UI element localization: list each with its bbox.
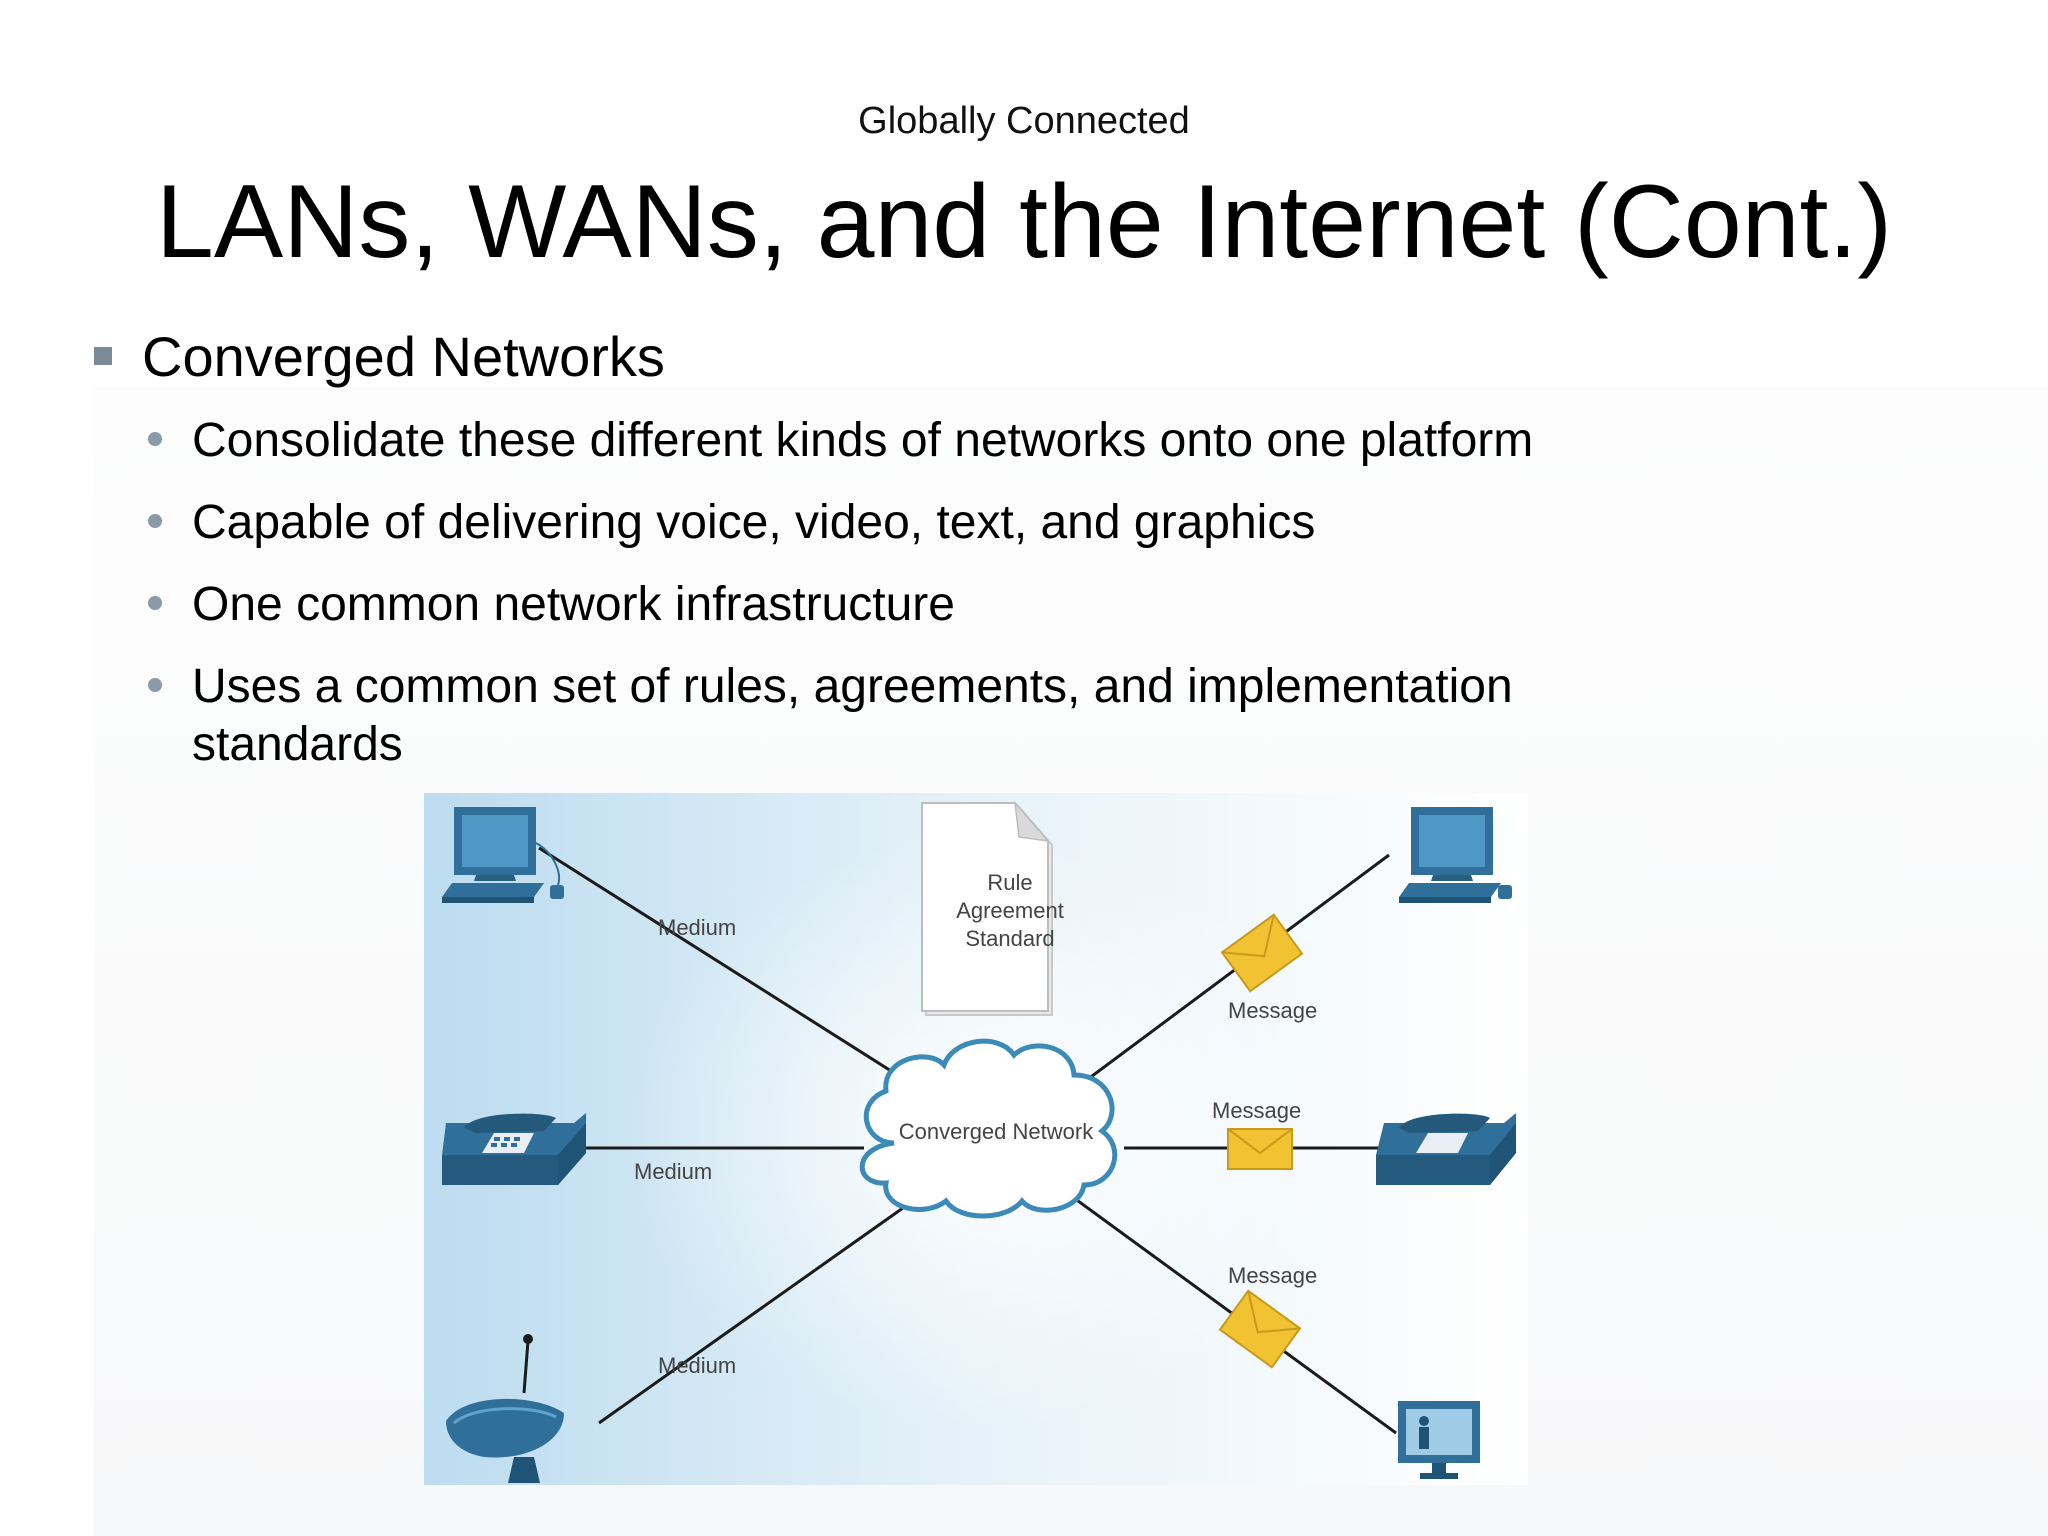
slide-title: LANs, WANs, and the Internet (Cont.) (156, 164, 1892, 280)
sub-bullet-list: Consolidate these different kinds of net… (140, 412, 1700, 798)
line-computer-right (1075, 853, 1390, 1090)
television-icon (1398, 1401, 1480, 1479)
line-dish-left (598, 1201, 911, 1425)
phone-icon (1376, 1113, 1516, 1185)
sub-bullet-text: Uses a common set of rules, agreements, … (192, 660, 1513, 771)
satellite-dish-icon (446, 1334, 564, 1483)
envelope-icon (1227, 1128, 1293, 1170)
round-bullet-icon (148, 678, 162, 692)
sub-bullet-text: Capable of delivering voice, video, text… (192, 496, 1316, 549)
sub-bullet-item: Consolidate these different kinds of net… (140, 412, 1700, 470)
computer-icon (1399, 807, 1512, 903)
sub-bullet-text: Consolidate these different kinds of net… (192, 414, 1534, 467)
computer-icon (442, 807, 564, 903)
slide-subtitle: Globally Connected (858, 100, 1190, 142)
medium-label: Medium (658, 915, 736, 940)
envelope-icon (1218, 1289, 1302, 1369)
connection-lines (538, 846, 1397, 1435)
converged-network-diagram: Rule Agreement Standard Converged Networ… (424, 793, 1528, 1485)
document-fold (1013, 800, 1050, 843)
sub-bullet-item: Uses a common set of rules, agreements, … (140, 658, 1700, 774)
document-line-rule: Rule (987, 870, 1032, 895)
sub-bullet-item: One common network infrastructure (140, 576, 1700, 634)
round-bullet-icon (148, 514, 162, 528)
message-label: Message (1228, 998, 1317, 1023)
envelope-icon (1220, 913, 1304, 993)
medium-label: Medium (634, 1159, 712, 1184)
phone-icon (442, 1113, 586, 1185)
sub-bullet-text: One common network infrastructure (192, 578, 955, 631)
bullet-heading-text: Converged Networks (142, 325, 665, 388)
square-bullet-icon (94, 347, 112, 365)
sub-bullet-item: Capable of delivering voice, video, text… (140, 494, 1700, 552)
document-icon (921, 802, 1049, 1012)
document-line-agreement: Agreement (956, 898, 1064, 923)
cloud-label: Converged Network (899, 1119, 1094, 1144)
cloud-shape (859, 1038, 1118, 1219)
line-computer-left (538, 846, 911, 1085)
round-bullet-icon (148, 432, 162, 446)
round-bullet-icon (148, 596, 162, 610)
message-label: Message (1228, 1263, 1317, 1288)
cloud-icon: Converged Network (859, 1038, 1118, 1219)
document-line-standard: Standard (965, 926, 1054, 951)
diagram-svg: Rule Agreement Standard Converged Networ… (424, 793, 1528, 1485)
medium-label: Medium (658, 1353, 736, 1378)
rule-document: Rule Agreement Standard (921, 800, 1064, 1016)
message-label: Message (1212, 1098, 1301, 1123)
